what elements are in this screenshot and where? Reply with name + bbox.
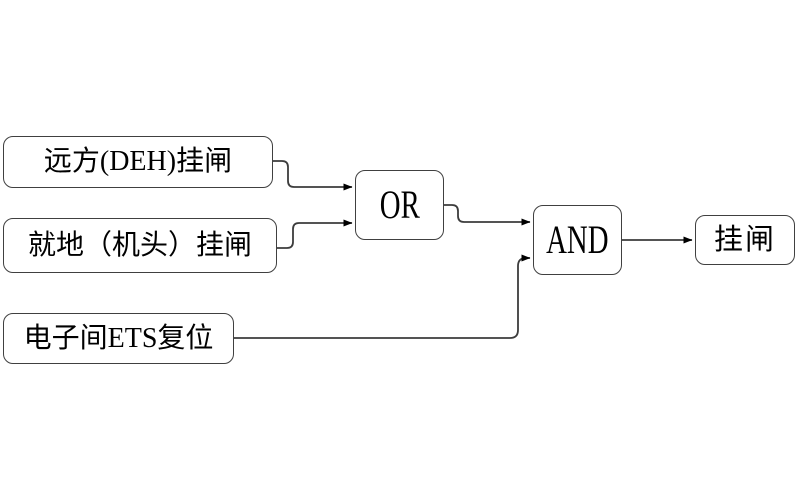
node-output-latch-label: 挂闸 xyxy=(713,223,776,256)
node-output-latch: 挂闸 xyxy=(695,215,795,265)
or-gate-label: OR xyxy=(379,182,420,227)
connector-or-to-and xyxy=(443,204,531,226)
and-gate-label: AND xyxy=(546,217,609,262)
node-input-local-head: 就地（机头）挂闸 xyxy=(3,218,277,273)
node-input-remote-deh: 远方(DEH)挂闸 xyxy=(3,136,273,188)
node-input-ets-reset: 电子间ETS复位 xyxy=(3,313,234,364)
node-input-ets-reset-label: 电子间ETS复位 xyxy=(23,322,214,354)
node-input-local-head-label: 就地（机头）挂闸 xyxy=(27,229,252,261)
node-or-gate: OR xyxy=(355,170,444,240)
connector-remote-to-or xyxy=(273,160,353,191)
connector-local-to-or xyxy=(277,219,353,249)
node-and-gate: AND xyxy=(533,205,622,275)
connector-ets-reset-to-and xyxy=(233,254,531,339)
node-input-remote-deh-label: 远方(DEH)挂闸 xyxy=(43,146,233,177)
